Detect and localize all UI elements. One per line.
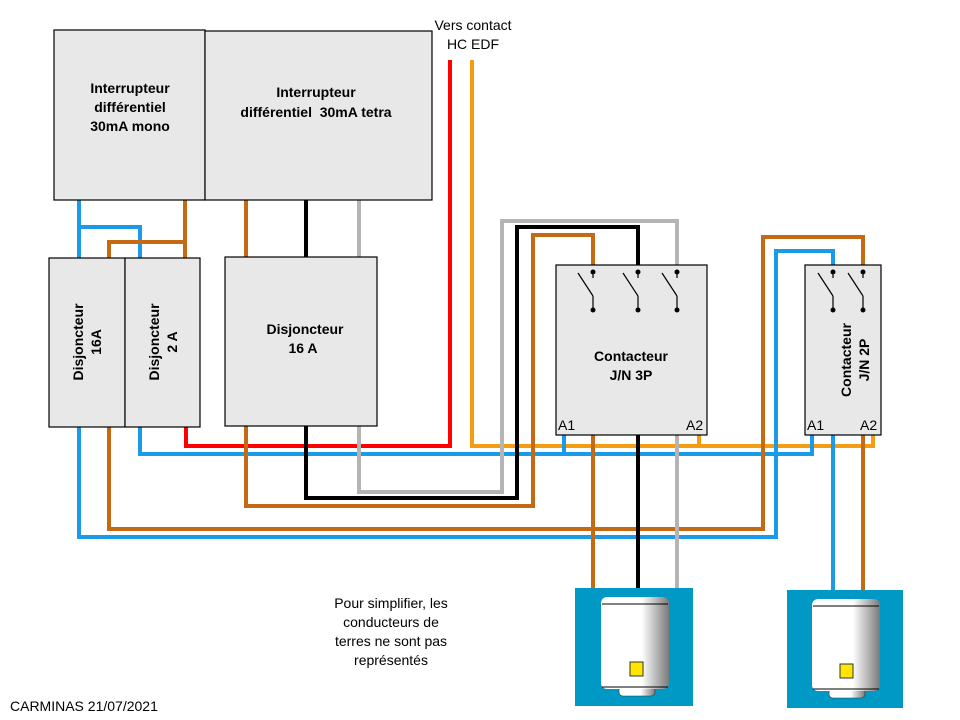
breaker-16a: Disjoncteur 16 A (224, 256, 378, 427)
contactor-3p-box (555, 264, 708, 436)
diff-tetra-label-2: différentiel 30mA tetra (240, 104, 391, 120)
contact-pole-2 (847, 269, 866, 313)
wire-blue-control (138, 427, 814, 456)
breaker-2a-label-1: Disjoncteur (146, 303, 162, 381)
edf-contact-label-1: Vers contact (434, 17, 511, 33)
contactor-2p-a2: A2 (860, 417, 877, 433)
differential-switch-tetra: Interrupteur différentiel 30mA tetra (204, 30, 433, 201)
breaker-16a-small: Disjoncteur 16A (48, 257, 126, 428)
switch-contacts-2p (817, 269, 866, 313)
diff-tetra-box (204, 30, 433, 201)
wires (77, 60, 875, 592)
contactor-3p-a2: A2 (686, 417, 703, 433)
contactor-2p-label-1: Contacteur (838, 323, 854, 397)
contactor-2p-box (804, 264, 882, 436)
wire-brown-to-2p (107, 235, 865, 531)
contactor-2p-label-2: J/N 2P (856, 339, 872, 382)
diff-tetra-label-1: Interrupteur (276, 84, 356, 100)
diff-mono-label-1: Interrupteur (90, 80, 170, 96)
contactor-3p-label-2: J/N 3P (610, 367, 653, 383)
breaker-2a-box (124, 257, 201, 428)
note: Pour simplifier, les conducteurs de terr… (334, 595, 448, 668)
contactor-2p-a1: A1 (807, 417, 824, 433)
wire-gray-to-3p (357, 219, 679, 494)
edf-contact-label-2: HC EDF (447, 36, 499, 52)
breaker-16a-small-box (48, 257, 126, 428)
wire-black-to-3p (304, 225, 640, 500)
wire-blue-to-2p (77, 249, 835, 539)
water-heater-1-body (601, 597, 669, 689)
differential-switch-mono: Interrupteur différentiel 30mA mono (53, 29, 206, 201)
contactor-3p-a1: A1 (558, 417, 575, 433)
switch-contacts-3p (577, 269, 680, 313)
contact-pole-3 (661, 269, 680, 313)
breaker-16a-label-2: 16 A (288, 340, 317, 356)
note-line-1: Pour simplifier, les (334, 595, 448, 611)
wire-orange-control (470, 60, 875, 448)
footer-author-date: CARMINAS 21/07/2021 (10, 698, 158, 714)
note-line-2: conducteurs de (343, 614, 439, 630)
contactor-3p-label-1: Contacteur (594, 348, 668, 364)
note-line-3: terres ne sont pas (335, 633, 447, 649)
breaker-16a-label-1: Disjoncteur (266, 321, 344, 337)
wire-brown-to-3p (244, 233, 595, 508)
breaker-16a-small-label-2: 16A (88, 329, 104, 355)
contact-pole-1 (817, 269, 836, 313)
wire-blue-mono-2a (79, 225, 142, 258)
diff-mono-label-3: 30mA mono (90, 118, 170, 134)
diff-mono-label-2: différentiel (94, 99, 166, 115)
water-heater-1-indicator (629, 661, 644, 677)
contactor-3p: Contacteur J/N 3P A1 A2 (555, 264, 708, 436)
water-heater-2 (787, 590, 903, 708)
breaker-16a-box (224, 256, 378, 427)
water-heater-2-body (812, 599, 880, 691)
diff-mono-box (53, 29, 206, 201)
water-heater-1 (575, 588, 693, 706)
breaker-2a-label-2: 2 A (164, 331, 180, 352)
breaker-2a: Disjoncteur 2 A (124, 257, 201, 428)
wire-red-phase (184, 60, 452, 448)
wire-brown-mono-16a (107, 240, 185, 258)
contact-pole-2 (622, 269, 641, 313)
note-line-4: représentés (354, 652, 428, 668)
breaker-16a-small-label-1: Disjoncteur (70, 303, 86, 381)
contactor-2p: Contacteur J/N 2P A1 A2 (804, 264, 882, 436)
contact-pole-1 (577, 269, 596, 313)
water-heater-2-indicator (839, 663, 854, 679)
